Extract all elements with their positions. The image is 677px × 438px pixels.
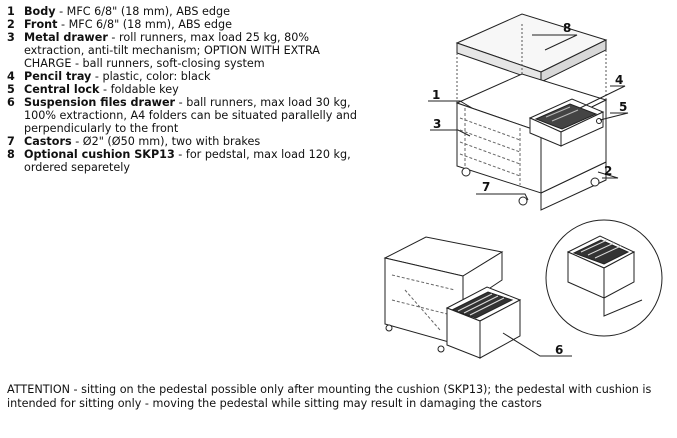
- legend-number: 8: [7, 148, 15, 161]
- legend-item-2: 2 Front - MFC 6/8" (18 mm), ABS edge: [7, 18, 359, 31]
- legend-term: Body: [24, 5, 56, 18]
- callout-3: 3: [433, 117, 441, 131]
- metal-drawer-part: [528, 98, 605, 147]
- legend-description: - plastic, color: black: [91, 70, 211, 83]
- castors: [461, 167, 600, 206]
- legend-term: Central lock: [24, 83, 100, 96]
- hidden-drawer-lines: [459, 108, 521, 185]
- callout-5: 5: [619, 100, 627, 114]
- legend-term: Metal drawer: [24, 31, 108, 44]
- central-lock-icon: [596, 118, 602, 124]
- legend-description: - MFC 6/8" (18 mm), ABS edge: [55, 5, 231, 18]
- legend-item-6: 6 Suspension files drawer - ball runners,…: [7, 96, 359, 135]
- callout-8: 8: [563, 21, 571, 35]
- legend-description: - Ø2" (Ø50 mm), two with brakes: [71, 135, 261, 148]
- callout-6: 6: [555, 343, 563, 357]
- cushion-part: [455, 13, 608, 83]
- leader-line-6: [502, 332, 572, 357]
- pedestal-exploded-drawing: [428, 13, 629, 211]
- legend-item-5: 5 Central lock - foldable key: [7, 83, 359, 96]
- legend-description: - roll runners, max load 25 kg, 80% extr…: [24, 31, 320, 70]
- legend-term: Suspension files drawer: [24, 96, 176, 109]
- legend-number: 2: [7, 18, 15, 31]
- legend-number: 1: [7, 5, 15, 18]
- legend-number: 6: [7, 96, 15, 109]
- legend-item-4: 4 Pencil tray - plastic, color: black: [7, 70, 359, 83]
- legend-description: - ball runners, max load 30 kg, 100% ext…: [24, 96, 358, 135]
- legend-description: - for pedstal, max load 120 kg, ordered …: [24, 148, 351, 174]
- legend-number: 3: [7, 31, 15, 44]
- component-legend: 1 Body - MFC 6/8" (18 mm), ABS edge 2 Fron…: [7, 5, 359, 174]
- legend-description: - MFC 6/8" (18 mm), ABS edge: [57, 18, 232, 31]
- leader-lines: [428, 34, 629, 201]
- legend-term: Front: [24, 18, 58, 31]
- callout-7: 7: [482, 180, 490, 194]
- legend-number: 4: [7, 70, 15, 83]
- callout-4: 4: [615, 73, 623, 87]
- pedestal-open-drawer-drawing: [383, 236, 522, 359]
- callout-2: 2: [604, 164, 612, 178]
- legend-description: - foldable key: [99, 83, 179, 96]
- hanging-folders: [450, 291, 514, 319]
- legend-item-1: 1 Body - MFC 6/8" (18 mm), ABS edge: [7, 5, 359, 18]
- legend-term: Optional cushion SKP13: [24, 148, 175, 161]
- legend-item-7: 7 Castors - Ø2" (Ø50 mm), two with brakes: [7, 135, 359, 148]
- legend-item-3: 3 Metal drawer - roll runners, max load 2…: [7, 31, 359, 70]
- legend-item-8: 8 Optional cushion SKP13 - for pedstal, m…: [7, 148, 359, 174]
- attention-note: ATTENTION - sitting on the pedestal poss…: [7, 383, 652, 410]
- legend-number: 5: [7, 83, 15, 96]
- legend-term: Castors: [24, 135, 72, 148]
- callout-1: 1: [432, 88, 440, 102]
- detail-magnifier: [545, 219, 663, 337]
- legend-number: 7: [7, 135, 15, 148]
- legend-term: Pencil tray: [24, 70, 92, 83]
